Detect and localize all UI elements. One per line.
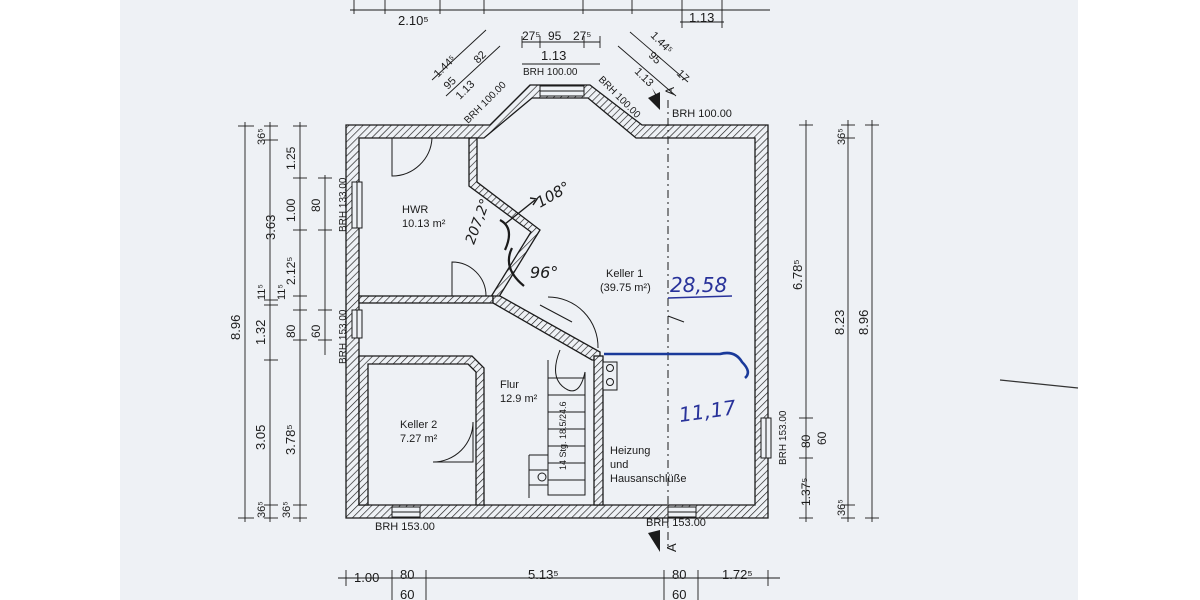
left-outer-seg-4: 3.05 (253, 425, 268, 450)
bay-center-dim-2: 95 (548, 29, 562, 43)
bay-right-dim-3: 1.13 (632, 66, 656, 90)
bay-left-dim-2: 95 (442, 75, 459, 92)
left-inner-seg-1: 1.25 (284, 146, 298, 170)
windows (351, 85, 772, 518)
bottom-dim-2: 80 (400, 567, 414, 582)
dimension-texts: 2.10⁵ 1.13 27⁵ 95 27⁵ 1.13 1.44⁵ 95 82 1… (228, 10, 871, 600)
right-outer-total: 8.96 (856, 310, 871, 335)
left-inner-seg-3: 80 (309, 198, 323, 212)
left-inner-sub: 3.63 (263, 215, 278, 240)
left-outer-seg-1: 36⁵ (256, 128, 268, 145)
left-outer-seg-3: 11⁵ (256, 284, 268, 300)
room-labels: HWR 10.13 m² Keller 1 (39.75 m²) Flur 12… (400, 204, 686, 485)
heating-units (602, 361, 618, 391)
brh-bay-center: BRH 100.00 (523, 67, 578, 78)
doors (391, 137, 599, 463)
handwritten-keller1-area: 28,58 (670, 273, 727, 297)
room-keller2-area: 7.27 m² (400, 433, 438, 445)
right-seg-2: 6.78⁵ (790, 259, 805, 290)
handwritten-annotations: 28,58 11,17 108° 207,2° 96° (463, 178, 1079, 427)
hwr-bottom-wall (358, 295, 494, 304)
room-flur-area: 12.9 m² (500, 393, 538, 405)
left-outer-seg-5: 36⁵ (256, 501, 268, 518)
heizung-left-wall (593, 355, 604, 506)
right-seg-3: 80 (799, 434, 813, 448)
bottom-dim-1: 1.00 (354, 570, 379, 585)
bay-left-dim-3: 82 (472, 49, 489, 66)
walls (345, 84, 769, 519)
left-inner-seg-5: 11⁵ (276, 284, 288, 300)
bay-center-dim-3: 27⁵ (573, 29, 591, 43)
bay-center-dim-1: 27⁵ (522, 29, 540, 43)
brh-left-upper: BRH 133.00 (338, 177, 349, 232)
bay-left-dim-1: 1.44⁵ (432, 53, 459, 80)
bay-right-dim-2: 95 (646, 50, 663, 67)
left-inner-seg-4: 2.12⁵ (284, 257, 298, 285)
dimension-lines (238, 0, 879, 600)
handwritten-angle-side: 207,2° (463, 197, 494, 247)
right-seg-5: 1.37⁵ (799, 478, 813, 506)
brh-bottom-left: BRH 153.00 (375, 521, 435, 533)
room-keller1-area: (39.75 m²) (600, 282, 651, 294)
bottom-dim-row2-2: 60 (672, 587, 686, 600)
top-dim-right: 1.13 (689, 10, 714, 25)
brh-right: BRH 153.00 (778, 410, 789, 465)
brh-top-right: BRH 100.00 (672, 108, 732, 120)
bay-right-dim-4: 17 (674, 68, 691, 85)
room-keller2-name: Keller 2 (400, 419, 437, 431)
left-inner-seg-7: 60 (309, 324, 323, 338)
stairs-label: 14 Stg. 18.5/24.6 (558, 401, 568, 470)
handwritten-angle-lower: 96° (530, 263, 558, 282)
section-marker-bottom: A (664, 543, 679, 552)
left-inner-seg-8: 3.78⁵ (283, 424, 298, 455)
diagonal-wall-lower (492, 295, 601, 361)
right-seg-4: 60 (815, 431, 829, 445)
room-heizung-line3: Hausanschlüße (610, 473, 686, 485)
left-inner-seg-9: 36⁵ (281, 501, 293, 518)
handwritten-blue-line (604, 351, 750, 379)
left-outer-seg-2: 1.32 (253, 320, 268, 345)
outer-wall (345, 84, 769, 519)
left-inner-seg-2: 1.00 (284, 198, 298, 222)
right-seg-6: 36⁵ (836, 499, 848, 516)
room-flur-name: Flur (500, 379, 519, 391)
top-dim-row1: 2.10⁵ (398, 13, 429, 28)
room-hwr-area: 10.13 m² (402, 218, 446, 230)
section-arrow-bottom (648, 530, 660, 552)
handwritten-angle-upper: 108° (533, 178, 573, 212)
brh-left-lower: BRH 153.00 (338, 309, 349, 364)
bottom-dim-5: 1.72⁵ (722, 567, 753, 582)
bottom-dim-3: 5.13⁵ (528, 567, 559, 582)
room-keller1-name: Keller 1 (606, 268, 643, 280)
left-total-dim: 8.96 (228, 315, 243, 340)
stairs (528, 349, 586, 498)
room-hwr-name: HWR (402, 204, 428, 216)
bay-center-total: 1.13 (541, 48, 566, 63)
right-seg-1: 36⁵ (836, 128, 848, 145)
room-heizung-line2: und (610, 459, 628, 471)
right-middle-total: 8.23 (832, 310, 847, 335)
bottom-dim-4: 80 (672, 567, 686, 582)
room-heizung-line1: Heizung (610, 445, 650, 457)
bottom-dim-row2-1: 60 (400, 587, 414, 600)
section-arrow-top (648, 92, 660, 110)
handwritten-heizung-area: 11,17 (677, 395, 737, 427)
brh-bottom-right: BRH 153.00 (646, 517, 706, 529)
keller2-wall (358, 355, 485, 506)
left-inner-seg-6: 80 (284, 324, 298, 338)
